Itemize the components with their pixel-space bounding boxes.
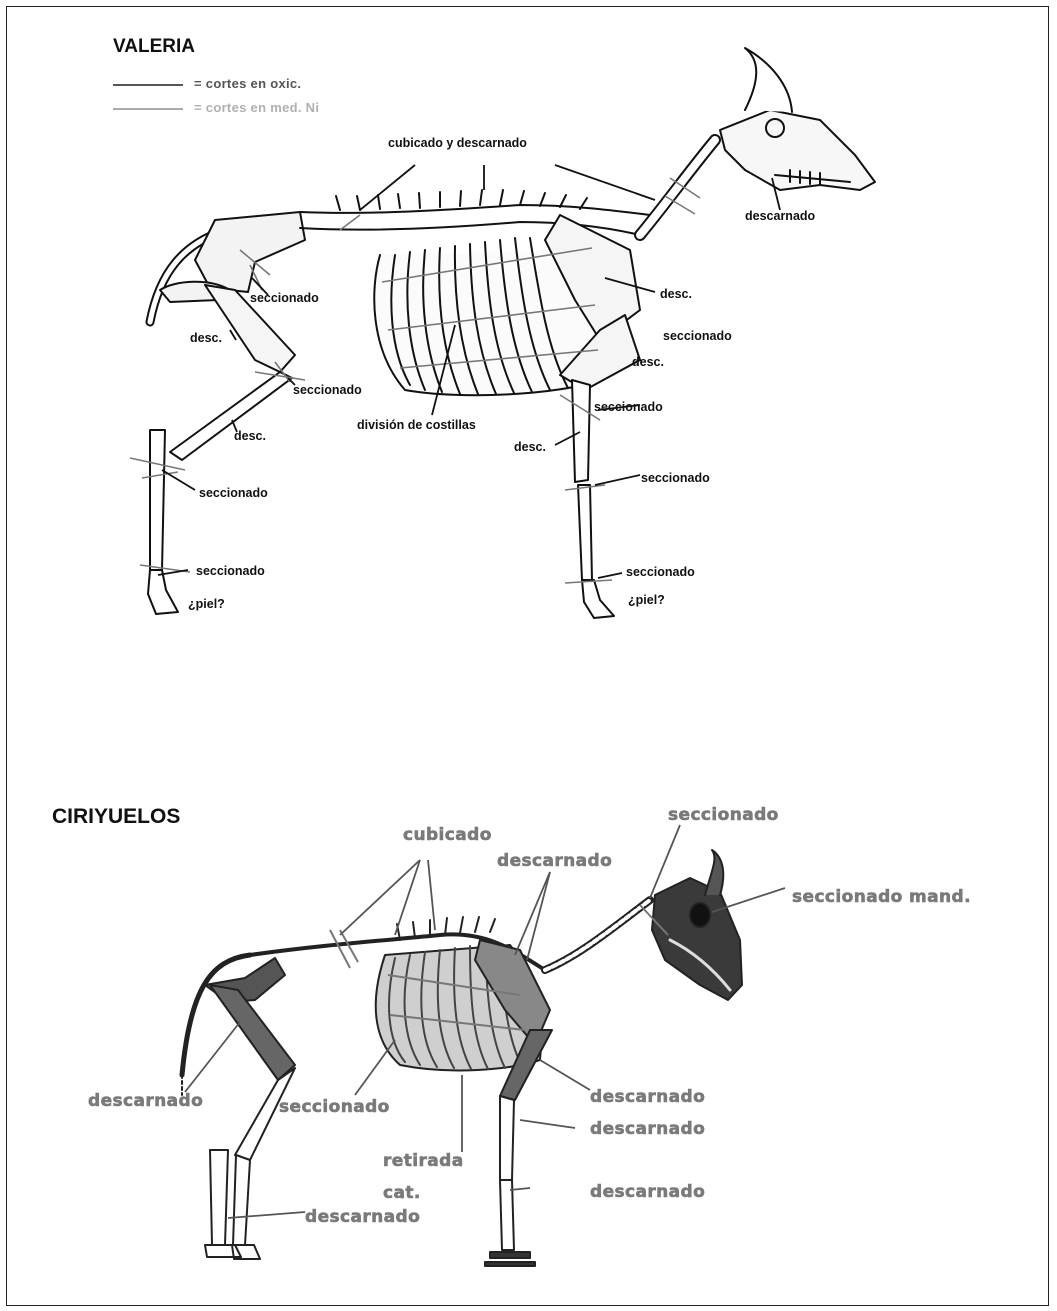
label-descarnado-head: descarnado [745, 209, 816, 223]
label-descarnado-bottom: descarnado [305, 1207, 420, 1227]
label-descarnado-top: descarnado [497, 851, 612, 871]
label-piel-hind: ¿piel? [188, 597, 225, 611]
label-seccionado-hind-meta: seccionado [199, 486, 268, 500]
label-descarnado-left: descarnado [88, 1091, 203, 1111]
label-seccionado-mand: seccionado mand. [792, 887, 971, 907]
ciriyuelos-skeleton [182, 850, 742, 1266]
label-cat: cat. [383, 1183, 421, 1203]
label-seccionado-mid: seccionado [279, 1097, 390, 1117]
label-seccionado-hind-hoof: seccionado [196, 564, 265, 578]
label-piel-fore: ¿piel? [628, 593, 665, 607]
label-division-de-costillas: división de costillas [357, 418, 476, 432]
label-desc-tibia: desc. [234, 429, 266, 443]
label-descarnado-right-2: descarnado [590, 1119, 705, 1139]
label-desc-fore: desc. [514, 440, 546, 454]
label-seccionado-knee: seccionado [293, 383, 362, 397]
label-seccionado-scapula: seccionado [663, 329, 732, 343]
label-desc-elbow: desc. [632, 355, 664, 369]
label-desc-hip: desc. [190, 331, 222, 345]
label-retirada: retirada [383, 1151, 464, 1171]
label-seccionado-fore-radius: seccionado [594, 400, 663, 414]
label-seccionado-fore-meta: seccionado [641, 471, 710, 485]
ciriyuelos-title: CIRIYUELOS [52, 805, 180, 829]
label-seccionado-fore-hoof: seccionado [626, 565, 695, 579]
valeria-skeleton [148, 48, 875, 618]
label-cubicado-y-descarnado: cubicado y descarnado [388, 136, 527, 150]
label-seccionado-top: seccionado [668, 805, 779, 825]
label-desc-neck: desc. [660, 287, 692, 301]
label-cubicado: cubicado [403, 825, 492, 845]
label-descarnado-right-3: descarnado [590, 1182, 705, 1202]
label-seccionado-pelvis: seccionado [250, 291, 319, 305]
label-descarnado-right-1: descarnado [590, 1087, 705, 1107]
